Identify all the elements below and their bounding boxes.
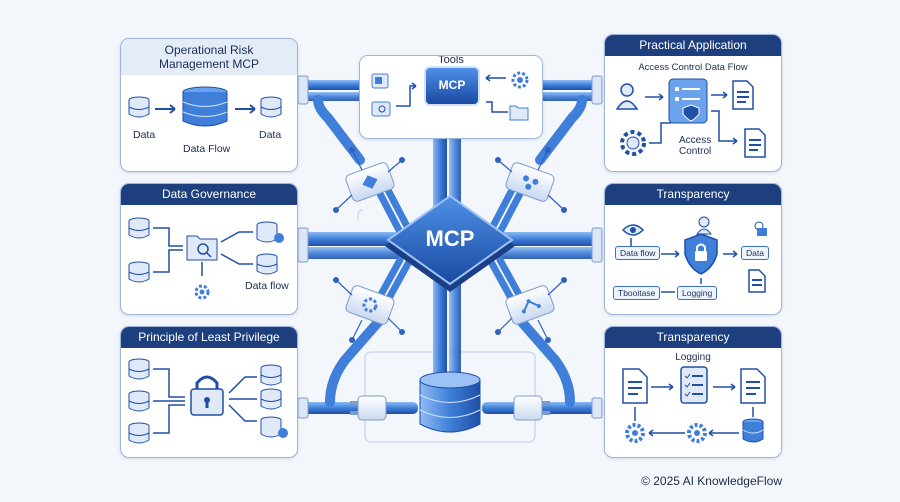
database-small-icon — [128, 261, 150, 283]
toolbase-chip: Tbooitase — [613, 286, 661, 300]
user-gear-icon — [696, 216, 712, 235]
document-icon — [622, 368, 648, 404]
operational-risk-title: Operational Risk Management MCP — [121, 39, 297, 75]
pipe-diagonals — [374, 186, 526, 304]
folder-search-icon — [186, 235, 218, 261]
database-small-icon — [260, 96, 282, 118]
document-icon — [748, 269, 766, 293]
database-small-icon — [128, 390, 150, 412]
database-icon — [742, 418, 764, 443]
operational-risk-panel: Operational Risk Management MCP Data Dat… — [120, 38, 298, 172]
least-privilege-title: Principle of Least Privilege — [121, 327, 297, 348]
database-lock-icon — [256, 221, 284, 243]
operational-risk-title-line1: Operational Risk — [164, 43, 254, 57]
shapes-icon — [371, 73, 389, 89]
data-left-label: Data — [133, 129, 156, 141]
tools-panel: Tools MCP — [359, 55, 543, 139]
transparency-top-title: Transparency — [605, 184, 781, 205]
copyright-text: © 2025 AI KnowledgeFlow — [641, 474, 782, 488]
document-icon — [732, 80, 754, 110]
data-flow-label: Data Flow — [183, 143, 231, 155]
operational-risk-title-line2: Management MCP — [158, 57, 260, 71]
checklist-shield-icon — [668, 78, 708, 124]
lock-link-icon — [754, 221, 767, 236]
data-governance-panel: Data Governance Data flow — [120, 183, 298, 315]
database-small-icon — [128, 96, 150, 118]
data-flow-chip: Data flow — [615, 246, 661, 260]
folder-icon — [509, 105, 529, 121]
folder-search-icon — [371, 101, 391, 117]
data-right-label: Data — [259, 129, 282, 141]
practical-application-subtitle: Access Control Data Flow — [638, 62, 748, 73]
mcp-badge-label: MCP — [438, 78, 466, 92]
logging-chip: Logging — [677, 286, 718, 300]
database-small-icon — [260, 388, 282, 410]
gear-icon — [687, 423, 707, 443]
database-lock-icon — [260, 416, 288, 438]
data-flow-label: Data flow — [245, 280, 289, 292]
data-chip: Data — [741, 246, 769, 260]
gear-lock-icon — [620, 130, 646, 156]
transparency-top-panel: Transparency Data flow Data Tbooitase Lo… — [604, 183, 782, 315]
data-governance-title: Data Governance — [121, 184, 297, 205]
database-small-icon — [256, 253, 278, 275]
hub-label: MCP — [425, 226, 475, 251]
database-large-icon — [182, 86, 228, 127]
practical-application-panel: Practical Application Access Control Dat… — [604, 34, 782, 172]
gear-icon — [511, 71, 529, 89]
document-icon — [744, 128, 766, 158]
mcp-hub — [385, 194, 515, 292]
tools-title: Tools — [438, 55, 464, 66]
transparency-bottom-panel: Transparency Logging — [604, 326, 782, 458]
plug-right-icon — [513, 395, 550, 421]
node-bottom-right — [505, 285, 555, 325]
gear-icon — [625, 423, 645, 443]
plug-left-icon — [350, 395, 387, 421]
document-icon — [740, 368, 766, 404]
shield-lock-icon — [684, 233, 718, 275]
gear-icon — [194, 284, 210, 300]
user-icon — [615, 83, 639, 110]
pipe-connectors — [297, 75, 603, 419]
pipe-top — [298, 80, 602, 165]
node-bottom-left — [345, 285, 395, 325]
least-privilege-panel: Principle of Least Privilege — [120, 326, 298, 458]
database-small-icon — [260, 364, 282, 386]
database-small-icon — [128, 217, 150, 239]
padlock-icon — [190, 375, 224, 416]
access-control-label-line1: Access — [679, 135, 712, 146]
mcp-badge-icon: MCP — [424, 66, 480, 106]
database-small-icon — [128, 422, 150, 444]
node-top-right — [505, 162, 555, 202]
checklist-icon — [680, 366, 708, 404]
database-icon — [419, 371, 481, 433]
transparency-bottom-title: Transparency — [605, 327, 781, 348]
node-top-left — [345, 162, 395, 202]
transparency-bottom-subtitle: Logging — [675, 352, 711, 363]
eye-icon — [621, 224, 645, 236]
access-control-label-line2: Control — [679, 146, 712, 157]
access-control-label: Access Control — [679, 135, 711, 157]
database-small-icon — [128, 358, 150, 380]
practical-application-title: Practical Application — [605, 35, 781, 56]
